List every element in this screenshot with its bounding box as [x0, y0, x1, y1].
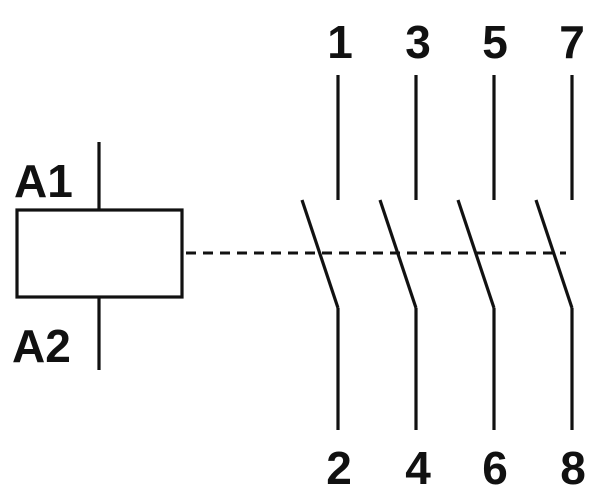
pole-switch-blade-3 [456, 199, 496, 309]
contact-pole-4: 7 8 [534, 16, 586, 494]
coil-terminal-a2: A2 [12, 320, 71, 372]
pole-switch-blade-4 [534, 199, 574, 309]
coil-terminal-a1: A1 [14, 155, 73, 207]
terminal-top-3: 3 [405, 16, 431, 68]
terminal-top-1: 1 [327, 16, 353, 68]
terminal-top-5: 5 [482, 16, 508, 68]
terminal-top-7: 7 [559, 16, 585, 68]
contact-pole-3: 5 6 [456, 16, 508, 494]
coil-body [15, 208, 184, 299]
pole-switch-blade-1 [300, 199, 340, 309]
terminal-bottom-2: 2 [326, 442, 352, 494]
coil-assembly: A1 A2 [12, 142, 184, 372]
contact-pole-1: 1 2 [300, 16, 353, 494]
terminal-bottom-4: 4 [405, 442, 431, 494]
terminal-bottom-8: 8 [560, 442, 586, 494]
contact-pole-2: 3 4 [378, 16, 431, 494]
terminal-bottom-6: 6 [482, 442, 508, 494]
pole-switch-blade-2 [378, 199, 418, 309]
